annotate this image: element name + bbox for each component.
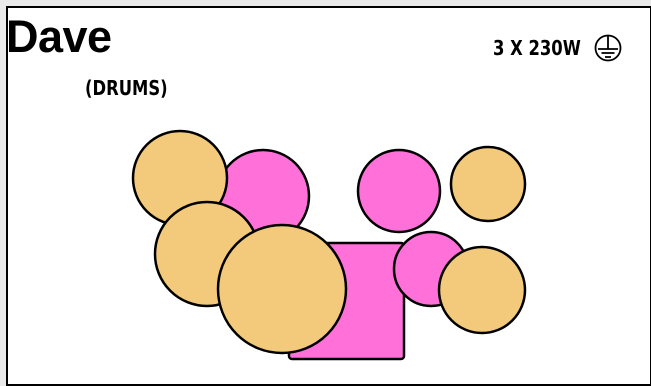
instrument-label: (DRUMS) xyxy=(85,76,168,100)
china-cymbal xyxy=(216,223,348,355)
hi-hat xyxy=(437,245,527,335)
drum-kit-diagram xyxy=(131,129,527,361)
crash-cymbal-right xyxy=(449,145,527,223)
earth-ground-icon xyxy=(594,34,622,62)
power-requirement: 3 X 230W xyxy=(493,33,623,63)
power-label: 3 X 230W xyxy=(493,36,581,60)
rack-tom xyxy=(356,148,442,234)
musician-name: Dave xyxy=(6,11,112,62)
